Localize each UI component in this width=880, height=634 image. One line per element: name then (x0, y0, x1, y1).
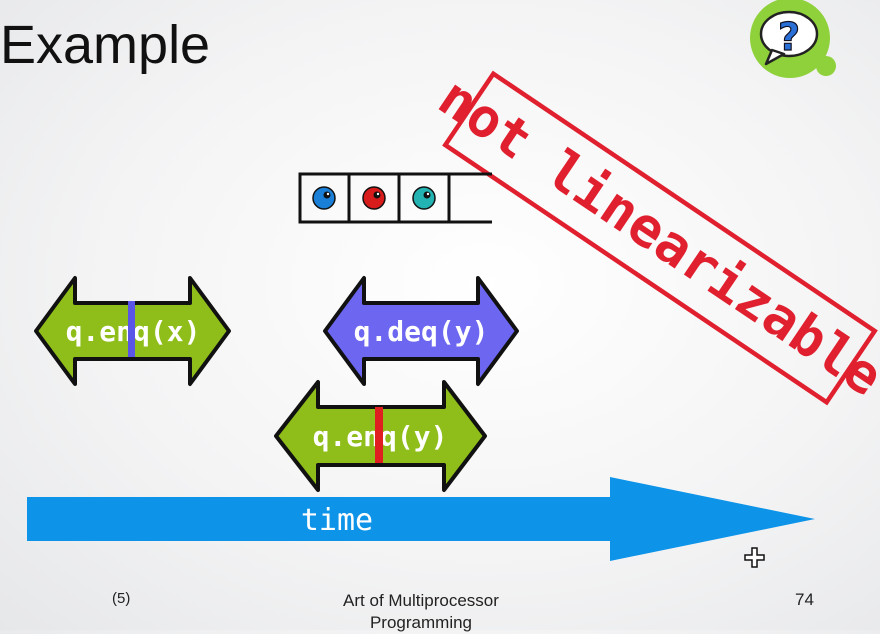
footer-left-note: (5) (112, 590, 131, 607)
queue-item-3 (412, 186, 436, 210)
queue-item-1 (312, 186, 336, 210)
time-label: time (301, 503, 373, 538)
enq-x-operation: q.enq(x) (34, 276, 231, 386)
enq-y-operation: q.enq(y) (274, 380, 487, 492)
deq-y-operation: q.deq(y) (323, 276, 519, 386)
slide-title: Example (0, 15, 211, 75)
queue-diagram (298, 172, 492, 224)
svg-text:?: ? (778, 15, 800, 59)
enq-x-linearization-point (128, 301, 135, 357)
crosshair-cursor-icon (744, 547, 765, 568)
queue-item-2 (362, 186, 386, 210)
question-help-icon[interactable]: ? (750, 0, 836, 78)
footer-course-title: Art of Multiprocessor Programming (343, 591, 499, 632)
page-number: 74 (795, 590, 814, 609)
deq-y-label: q.deq(y) (354, 315, 489, 348)
enq-y-linearization-point (375, 407, 383, 463)
time-axis: time (27, 477, 815, 561)
